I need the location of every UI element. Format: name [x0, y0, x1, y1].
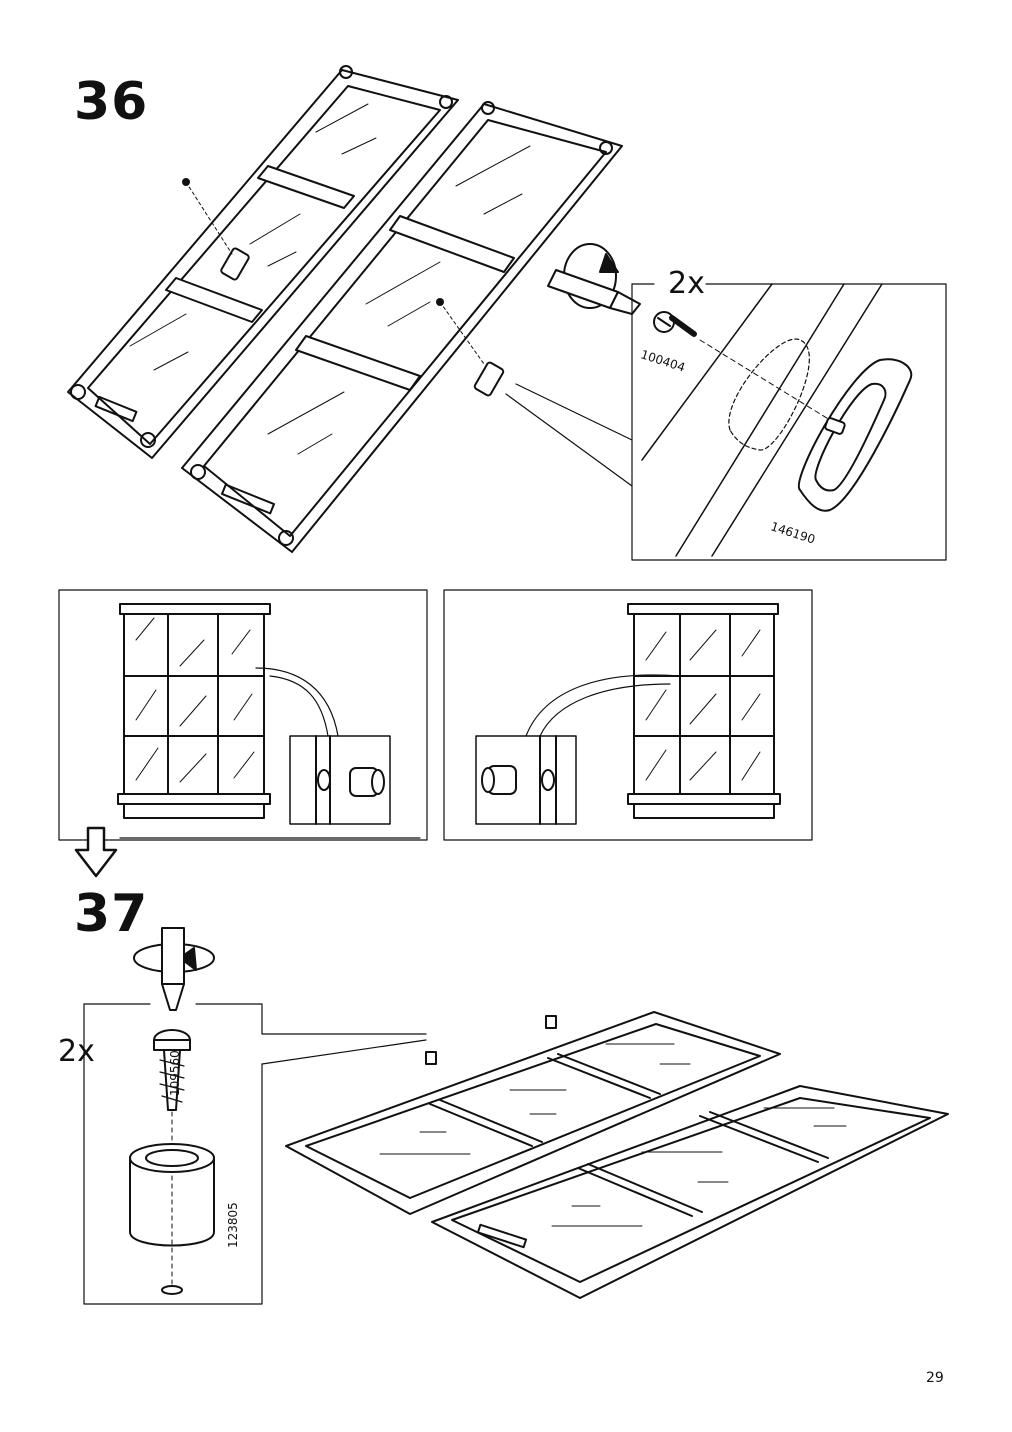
- page-number: 29: [926, 1370, 944, 1386]
- part-number-stop-37: 123805: [226, 1202, 240, 1248]
- doors-flat: [285, 1011, 949, 1299]
- step-number-36: 36: [74, 72, 149, 132]
- door-right: [181, 101, 633, 553]
- cabinet-panel-left: [58, 589, 428, 841]
- detail-box-36: [631, 283, 947, 561]
- quantity-label-36: 2x: [668, 266, 705, 301]
- screwdriver-37-icon: [133, 927, 215, 1011]
- step-number-37: 37: [74, 884, 149, 944]
- part-number-screw-37: 109560: [168, 1050, 182, 1096]
- quantity-label-37: 2x: [58, 1034, 95, 1069]
- cabinet-panel-right: [443, 589, 813, 841]
- arrow-down-icon: [74, 826, 421, 878]
- door-left: [67, 65, 459, 459]
- screwdriver-icon: [547, 243, 641, 315]
- detail-box-37: [83, 1003, 427, 1305]
